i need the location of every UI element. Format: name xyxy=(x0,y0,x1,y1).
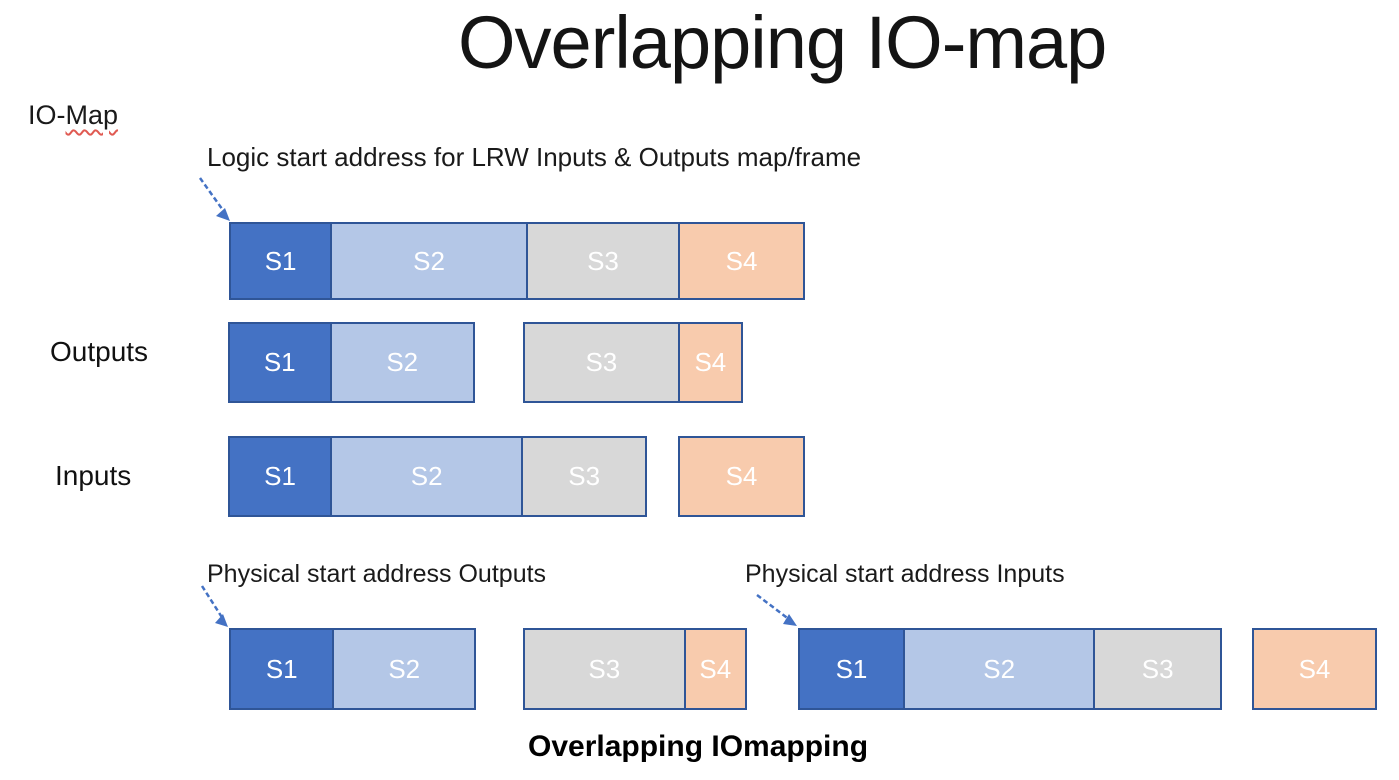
segment-s1: S1 xyxy=(230,324,330,401)
segment-s3: S3 xyxy=(521,438,645,515)
segment-s1: S1 xyxy=(230,438,331,515)
physical-inputs-bar: S1 S2 S3 xyxy=(798,628,1222,710)
segment-s1: S1 xyxy=(231,630,333,708)
segment-s4: S4 xyxy=(680,438,803,515)
inputs-row-label: Inputs xyxy=(55,460,132,491)
logic-map-bar: S1 S2 S3 S4 xyxy=(229,222,805,300)
segment-s4: S4 xyxy=(683,630,745,708)
io-map-label-prefix: IO- xyxy=(28,100,66,130)
segment-s3: S3 xyxy=(1093,630,1220,708)
segment-s2: S2 xyxy=(330,438,522,515)
annotation-physical-inputs: Physical start address Inputs xyxy=(745,560,1065,588)
physical-outputs-bar-right: S3 S4 xyxy=(523,628,747,710)
annotation-logic-start-address: Logic start address for LRW Inputs & Out… xyxy=(207,142,862,172)
segment-s2: S2 xyxy=(332,630,474,708)
physical-outputs-bar-left: S1 S2 xyxy=(229,628,476,710)
segment-s3: S3 xyxy=(525,324,678,401)
segment-s2: S2 xyxy=(330,224,526,298)
segment-s3: S3 xyxy=(525,630,684,708)
slide-caption: Overlapping IOmapping xyxy=(528,730,869,763)
annotation-physical-outputs: Physical start address Outputs xyxy=(207,560,547,588)
outputs-bar-left: S1 S2 xyxy=(228,322,475,403)
arrow-physical-inputs xyxy=(756,594,797,626)
arrow-logic-start xyxy=(198,177,230,221)
segment-s3: S3 xyxy=(525,224,679,298)
outputs-row-label: Outputs xyxy=(50,336,149,367)
segment-s2: S2 xyxy=(329,324,473,401)
io-map-label: IO-Map xyxy=(28,100,118,131)
inputs-bar-left: S1 S2 S3 xyxy=(228,436,647,517)
segment-s4: S4 xyxy=(1254,630,1375,708)
arrow-physical-outputs xyxy=(200,585,228,627)
segment-s2: S2 xyxy=(903,630,1094,708)
segment-s1: S1 xyxy=(800,630,904,708)
inputs-s4-box: S4 xyxy=(678,436,805,517)
outputs-bar-right: S3 S4 xyxy=(523,322,743,403)
segment-s1: S1 xyxy=(231,224,331,298)
io-map-label-flagged-word: Map xyxy=(65,100,119,130)
physical-inputs-s4-box: S4 xyxy=(1252,628,1377,710)
slide-title: Overlapping IO-map xyxy=(458,1,1107,84)
segment-s4: S4 xyxy=(678,224,803,298)
segment-s4: S4 xyxy=(677,324,741,401)
